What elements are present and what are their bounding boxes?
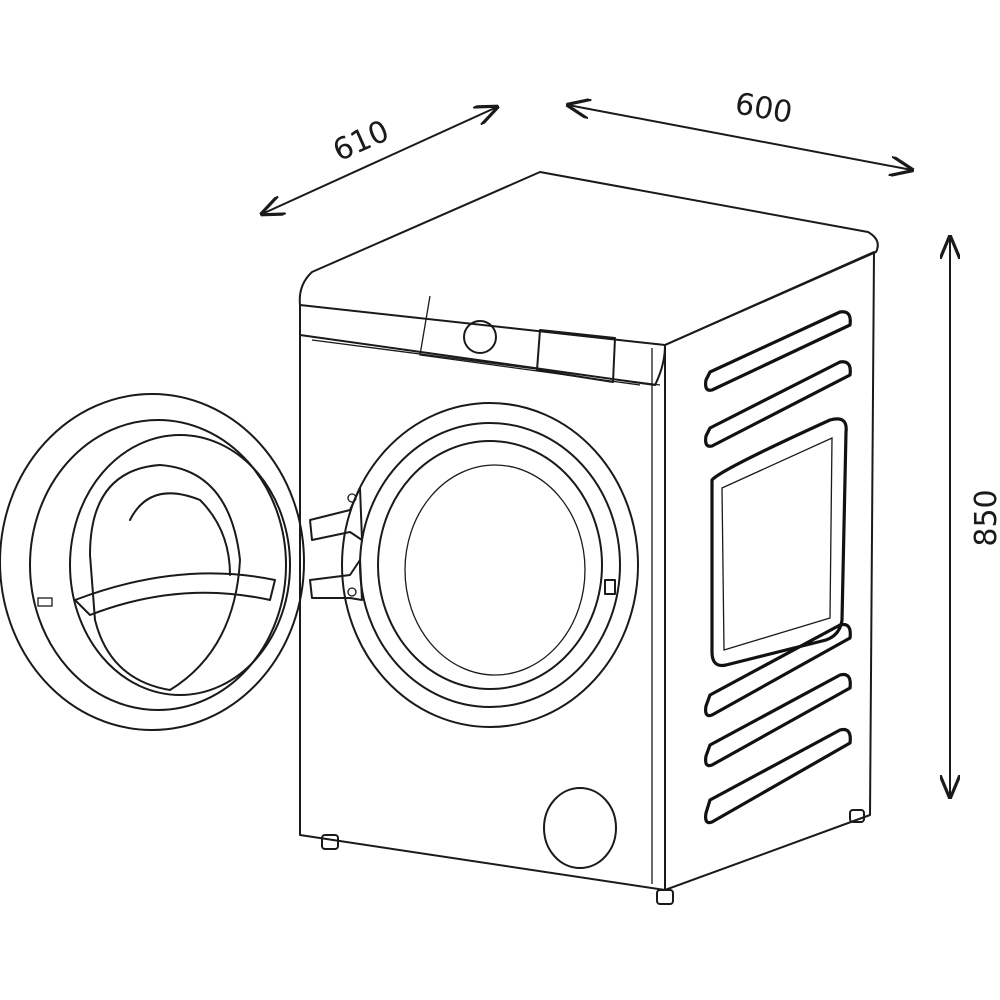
foot <box>849 809 865 823</box>
drain-filter-cover <box>543 787 617 869</box>
side-vents <box>704 310 852 825</box>
width-dimension: 600 <box>568 86 912 170</box>
height-dimension: 850 <box>950 237 1000 797</box>
height-label: 850 <box>969 489 1000 546</box>
program-dial-icon <box>463 320 497 354</box>
depth-label: 610 <box>328 114 395 169</box>
open-door <box>0 393 305 731</box>
door-hinge <box>309 487 363 601</box>
control-panel <box>299 304 666 386</box>
foot <box>321 834 339 850</box>
width-label: 600 <box>732 86 794 130</box>
depth-arrow <box>262 107 497 214</box>
machine-body <box>298 171 879 905</box>
front-face <box>299 304 666 891</box>
width-arrow <box>568 105 912 170</box>
door-lock-icon <box>604 579 616 595</box>
depth-dimension: 610 <box>262 107 497 214</box>
door-glass <box>89 464 241 691</box>
foot <box>656 889 674 905</box>
top-panel <box>298 171 879 346</box>
drum-opening <box>341 402 639 728</box>
side-face <box>664 251 875 891</box>
door-handle-icon <box>37 597 53 607</box>
display-screen <box>536 329 616 383</box>
